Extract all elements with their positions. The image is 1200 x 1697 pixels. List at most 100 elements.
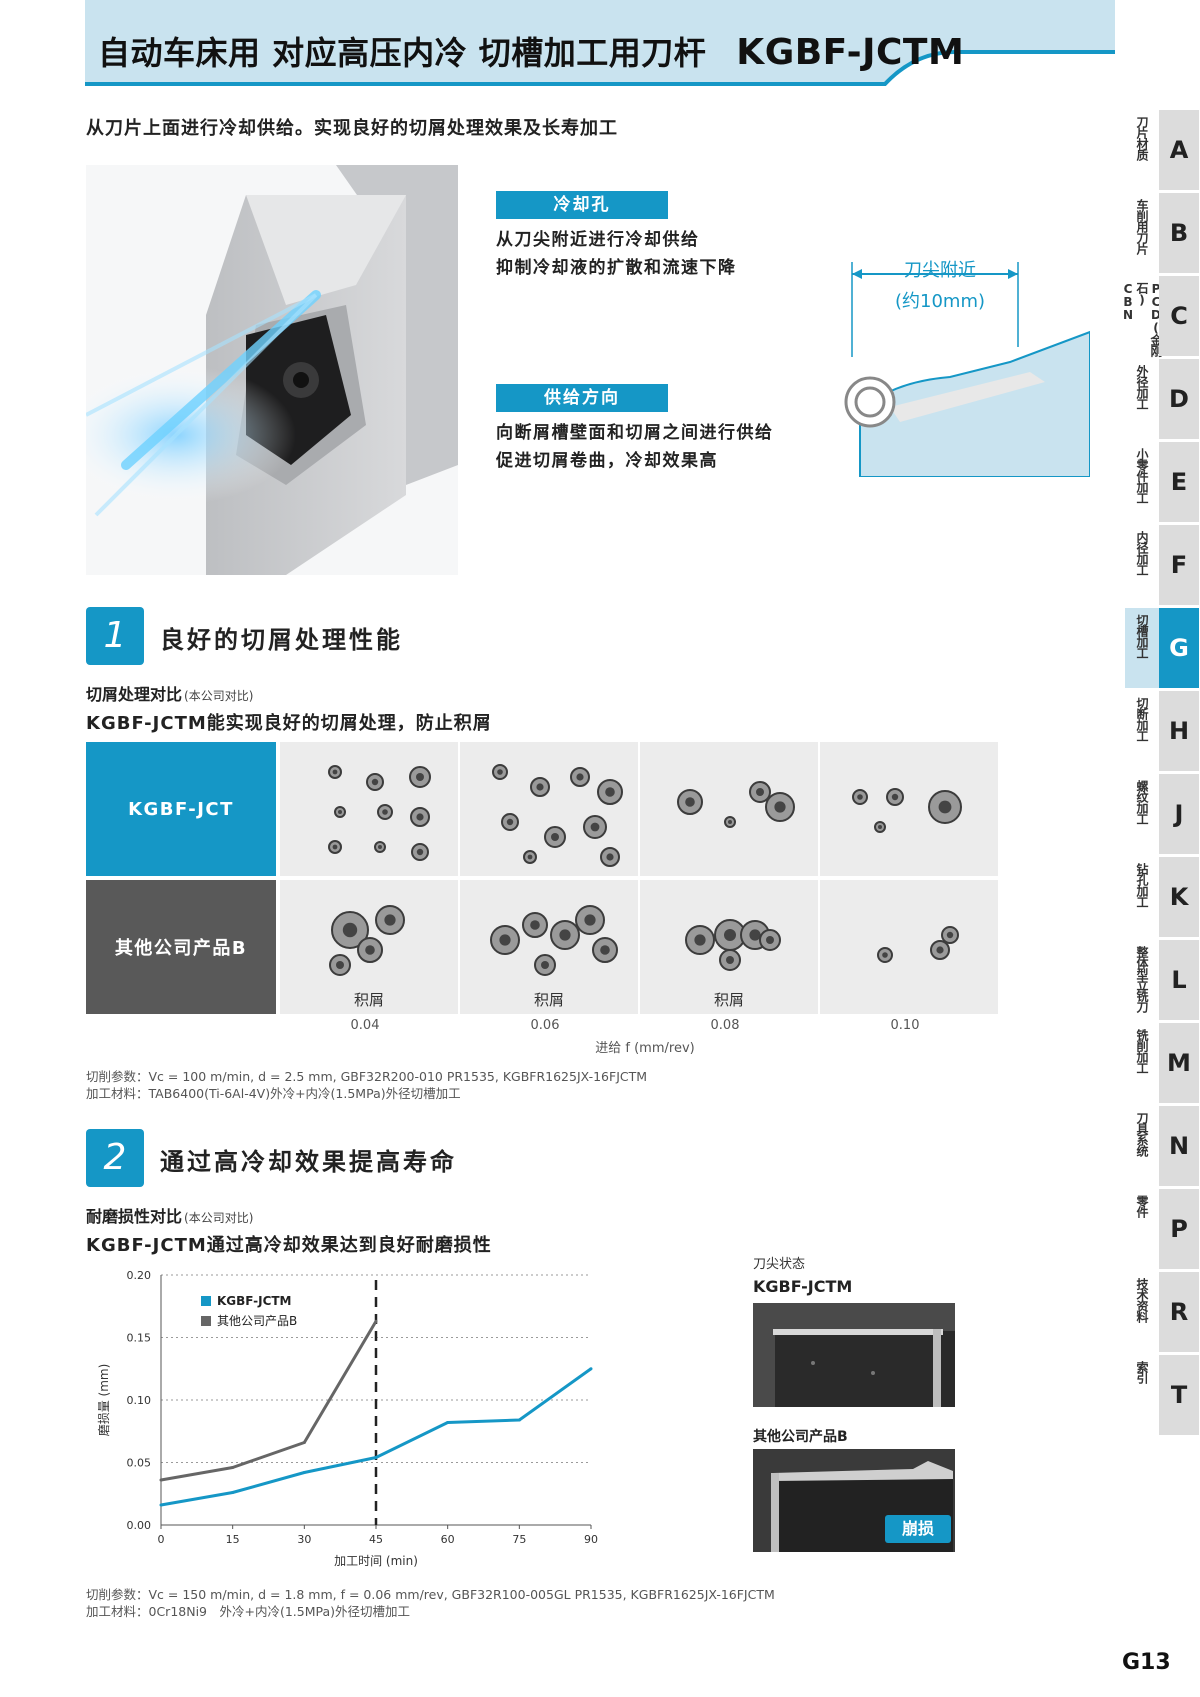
tab-m[interactable]: 铣削加工 M	[1125, 1023, 1200, 1103]
chip-core	[527, 854, 533, 860]
chip-core	[605, 787, 615, 797]
feature-label-supply-direction: 供给方向	[496, 384, 668, 412]
tab-b[interactable]: 车削用刀片 B	[1125, 193, 1200, 273]
feature-label-coolant-hole: 冷却孔	[496, 191, 668, 219]
section-2-subheading: 耐磨损性对比(本公司对比)	[86, 1203, 253, 1227]
legend-label: 其他公司产品B	[217, 1314, 297, 1328]
chip-core	[584, 914, 596, 926]
chip-core	[726, 956, 734, 964]
chip-core	[342, 922, 358, 938]
chip-photo: 积屑	[280, 880, 458, 1014]
tab-label: 钻孔加工	[1135, 863, 1149, 907]
legend-swatch	[201, 1296, 211, 1306]
row-head-kgbf: KGBF-JCT	[86, 742, 276, 876]
subheading-note: (本公司对比)	[184, 689, 254, 703]
title-text: 自动车床用 对应高压内冷 切槽加工用刀杆	[98, 34, 707, 72]
feature-line: 抑制冷却液的扩散和流速下降	[496, 258, 737, 278]
tab-letter: B	[1159, 193, 1199, 273]
tab-letter: M	[1159, 1023, 1199, 1103]
chip-core	[946, 931, 954, 939]
chip-core	[378, 845, 382, 849]
tab-letter: K	[1159, 857, 1199, 937]
section-2-number: 2	[86, 1129, 144, 1187]
section-2-lead: KGBF-JCTM通过高冷却效果达到良好耐磨损性	[86, 1235, 492, 1256]
row-head-competitor: 其他公司产品B	[86, 880, 276, 1014]
tab-label: 铣削加工	[1135, 1029, 1149, 1073]
chip-core	[336, 961, 344, 969]
x-tick-label: 45	[369, 1533, 383, 1546]
chip-core	[576, 773, 584, 781]
chip-core	[756, 788, 764, 796]
chip-core	[416, 773, 424, 781]
x-axis-label: 加工时间 (min)	[334, 1554, 418, 1568]
tab-label: 切槽加工	[1125, 608, 1159, 688]
chip-photo	[820, 742, 998, 876]
chip-comparison-table: KGBF-JCT 其他公司产品B 积屑积屑积屑	[86, 742, 998, 1014]
chip-core	[416, 848, 424, 856]
tab-label: 整体型立铣刀	[1135, 946, 1149, 1012]
feed-tick: 0.08	[710, 1018, 740, 1033]
tab-letter: A	[1159, 110, 1199, 190]
tab-label: 索引	[1135, 1361, 1149, 1383]
section-1-lead: KGBF-JCTM能实现良好的切屑处理，防止积屑	[86, 713, 492, 734]
chip-core	[541, 961, 549, 969]
x-tick-label: 75	[512, 1533, 526, 1546]
chip-core	[499, 934, 511, 946]
product-code: KGBF-JCTM	[736, 32, 965, 73]
section-1-title: 良好的切屑处理性能	[160, 626, 403, 654]
chip-core	[365, 945, 375, 955]
tab-letter: T	[1159, 1355, 1199, 1435]
tab-k[interactable]: 钻孔加工 K	[1125, 857, 1200, 937]
data-point	[231, 1491, 235, 1494]
x-tick-label: 60	[441, 1533, 455, 1546]
tab-label: 技术资料	[1135, 1278, 1149, 1322]
page-title: 自动车床用 对应高压内冷 切槽加工用刀杆 KGBF-JCTM	[98, 28, 964, 74]
y-tick-label: 0.00	[127, 1519, 152, 1532]
y-axis-label: 磨损量 (mm)	[97, 1364, 111, 1437]
chip-photo	[280, 742, 458, 876]
edge-name-competitor: 其他公司产品B	[753, 1429, 848, 1445]
header-band	[85, 0, 1115, 88]
legend-label: KGBF-JCTM	[217, 1294, 292, 1308]
chip-core	[536, 783, 544, 791]
chip-core	[724, 929, 736, 941]
chip-core	[382, 809, 388, 815]
section-2-title: 通过高冷却效果提高寿命	[160, 1148, 457, 1176]
tab-label: 零件	[1135, 1195, 1149, 1217]
section-1-number: 1	[86, 607, 144, 665]
params-line: 加工材料：TAB6400(Ti-6Al-4V)外冷+内冷(1.5MPa)外径切槽…	[86, 1086, 461, 1101]
edge-state-title: 刀尖状态	[753, 1257, 806, 1272]
tab-label: 车削用刀片	[1135, 199, 1149, 254]
data-point	[302, 1441, 306, 1444]
diagram-label-top: 刀尖附近	[904, 260, 976, 281]
chip-buildup-note: 积屑	[353, 991, 384, 1009]
x-tick-label: 90	[584, 1533, 598, 1546]
tab-letter: C	[1159, 276, 1199, 356]
chip-core	[891, 793, 899, 801]
chip-core	[590, 822, 600, 832]
chip-core	[606, 853, 614, 861]
y-tick-label: 0.20	[127, 1269, 152, 1282]
tab-t[interactable]: 索引 T	[1125, 1355, 1200, 1435]
legend-swatch	[201, 1316, 211, 1326]
chip-photo-art	[328, 765, 431, 861]
data-point	[374, 1319, 378, 1323]
chip-core	[332, 844, 338, 850]
y-tick-label: 0.15	[127, 1332, 152, 1345]
chip-core	[416, 813, 424, 821]
chip-core	[936, 946, 944, 954]
